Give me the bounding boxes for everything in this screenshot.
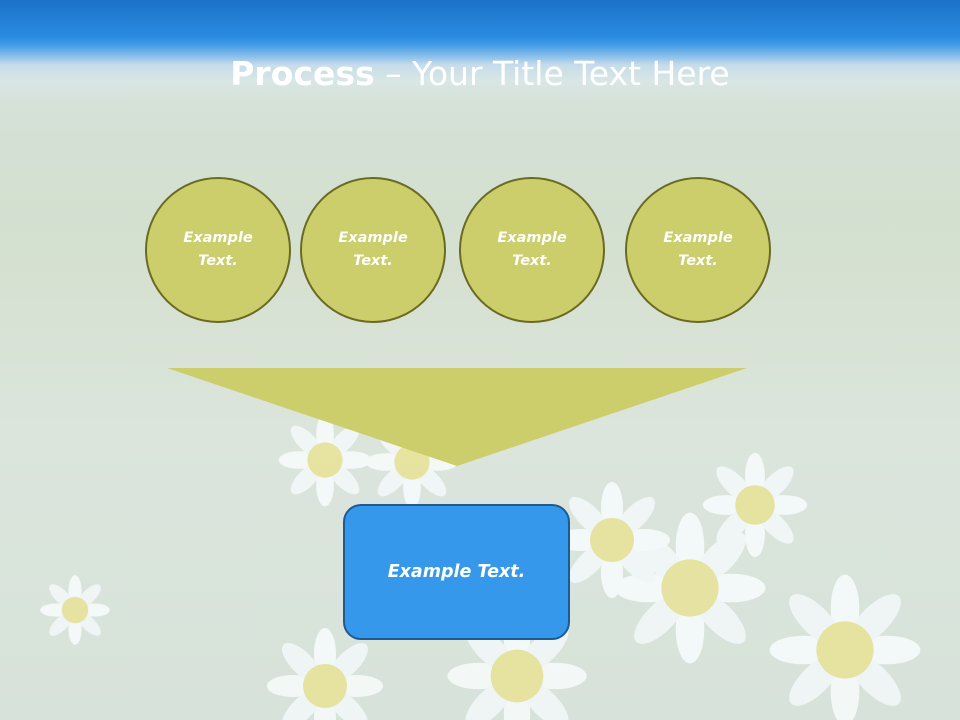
- circle-3-label: Example Text.: [497, 230, 567, 269]
- circle-1-label: Example Text.: [183, 230, 253, 269]
- process-step-circle-2: Example Text.: [300, 177, 446, 323]
- process-step-circle-4: Example Text.: [625, 177, 771, 323]
- result-box-label: Example Text.: [387, 562, 526, 582]
- circle-2-label: Example Text.: [338, 230, 408, 269]
- funnel-triangle: [167, 368, 747, 466]
- slide-title: Process – Your Title Text Here: [0, 52, 960, 96]
- title-bold: Process: [230, 54, 375, 93]
- title-rest: – Your Title Text Here: [374, 54, 730, 93]
- process-step-circle-3: Example Text.: [459, 177, 605, 323]
- process-step-circle-1: Example Text.: [145, 177, 291, 323]
- circle-4-label: Example Text.: [663, 230, 733, 269]
- result-box: Example Text.: [343, 504, 570, 640]
